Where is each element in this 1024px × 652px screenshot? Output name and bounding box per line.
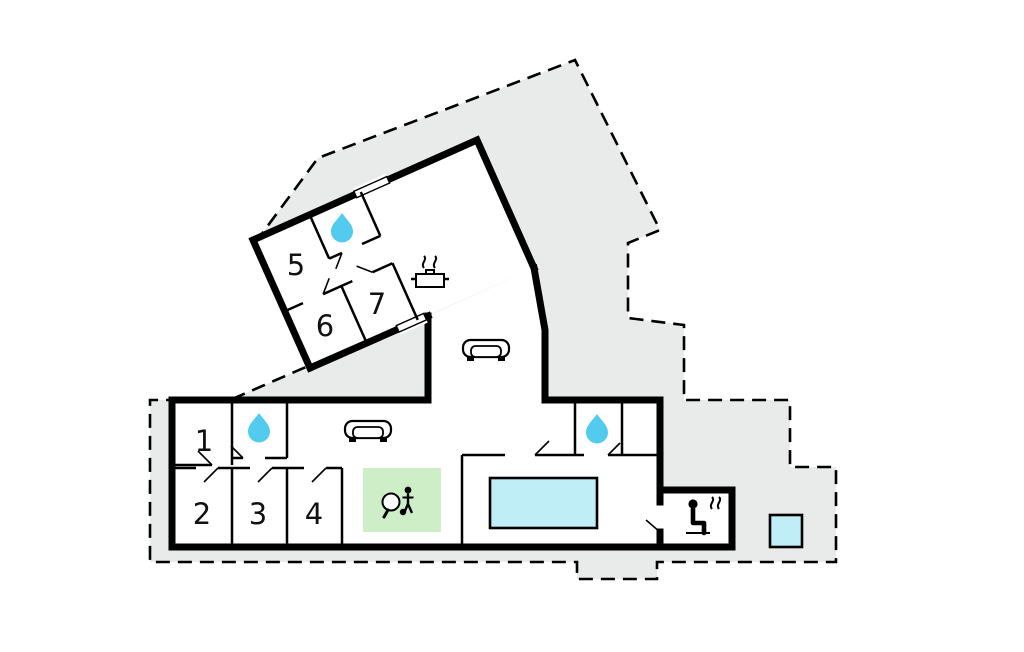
upper-building-footprint (253, 140, 534, 368)
hot-tub (768, 513, 804, 549)
racket-blade (381, 492, 401, 512)
stove-icon (411, 255, 449, 288)
player-head (404, 486, 412, 494)
racket-handle (382, 508, 390, 519)
room-label-2: 2 (193, 497, 211, 531)
upper-door-swings (322, 252, 373, 295)
corridor-footprint (428, 268, 545, 400)
steam-lines (421, 255, 438, 269)
lower-building-walls (168, 396, 736, 551)
sofa-icon-hall (343, 419, 393, 444)
swimming-pool (488, 476, 599, 530)
sauna-person-head (688, 499, 698, 509)
corridor-right-wall (529, 263, 549, 404)
activity-room (363, 468, 441, 532)
room-label-7: 7 (368, 287, 386, 321)
window-icon (352, 175, 391, 199)
room-label-1: 1 (195, 424, 213, 458)
room-label-4: 4 (305, 497, 323, 531)
upper-building-interior (284, 191, 419, 344)
sauna-icon (686, 496, 722, 536)
sofa-icon-corridor (461, 338, 511, 363)
room-label-5: 5 (287, 248, 305, 282)
door-icon (395, 312, 428, 333)
room-label-6: 6 (316, 309, 334, 343)
player-legs (402, 503, 414, 514)
table-tennis-icon (381, 486, 414, 519)
sauna-person-body (690, 506, 707, 536)
lower-door-swings (197, 440, 661, 533)
upper-interior-walls (284, 191, 419, 344)
sauna-steam-lines (709, 496, 722, 510)
pot-body (415, 273, 445, 288)
lower-interior-walls (172, 400, 660, 547)
room-label-3: 3 (249, 497, 267, 531)
